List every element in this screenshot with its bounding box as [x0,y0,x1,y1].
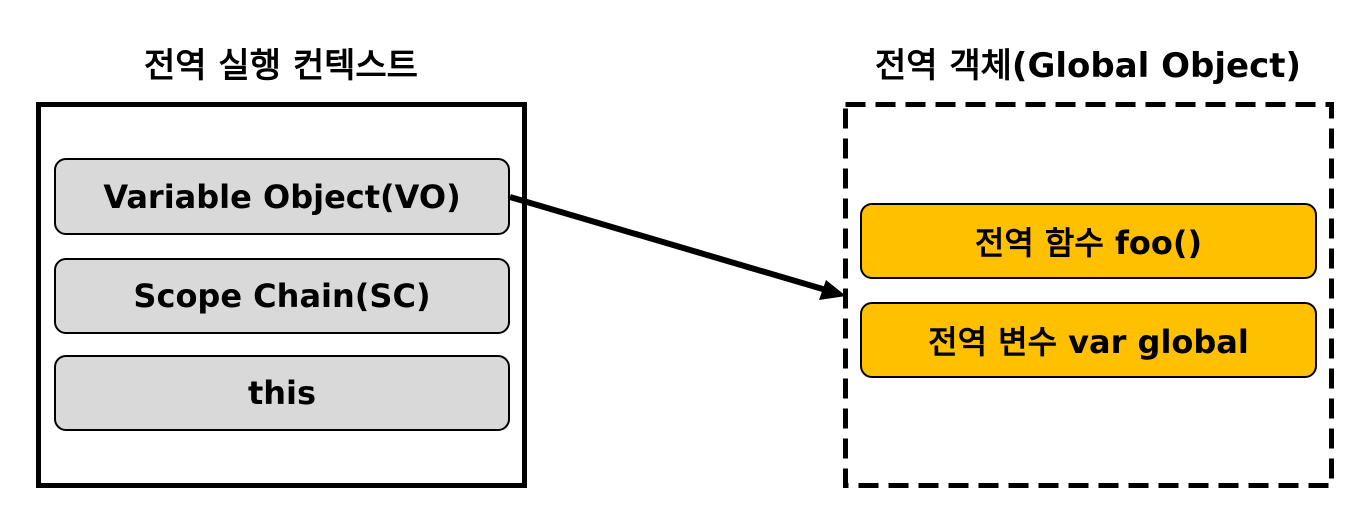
this-label: this [247,374,317,412]
variable-object-box: Variable Object(VO) [54,158,510,235]
global-function-label: 전역 함수 foo() [974,224,1203,262]
variable-object-label: Variable Object(VO) [103,177,461,216]
dashed-border [843,102,1334,488]
execution-context-title: 전역 실행 컨텍스트 [144,46,418,86]
scope-chain-box: Scope Chain(SC) [54,258,510,334]
global-execution-context-panel [36,102,527,488]
scope-chain-label: Scope Chain(SC) [133,277,431,315]
global-variable-box: 전역 변수 var global [860,302,1317,378]
this-box: this [54,355,510,431]
global-object-panel [843,102,1334,488]
global-function-box: 전역 함수 foo() [860,203,1317,279]
global-variable-label: 전역 변수 var global [928,323,1249,361]
arrow-line [509,194,827,293]
arrow-head [819,280,846,300]
global-object-title: 전역 객체(Global Object) [874,46,1302,86]
